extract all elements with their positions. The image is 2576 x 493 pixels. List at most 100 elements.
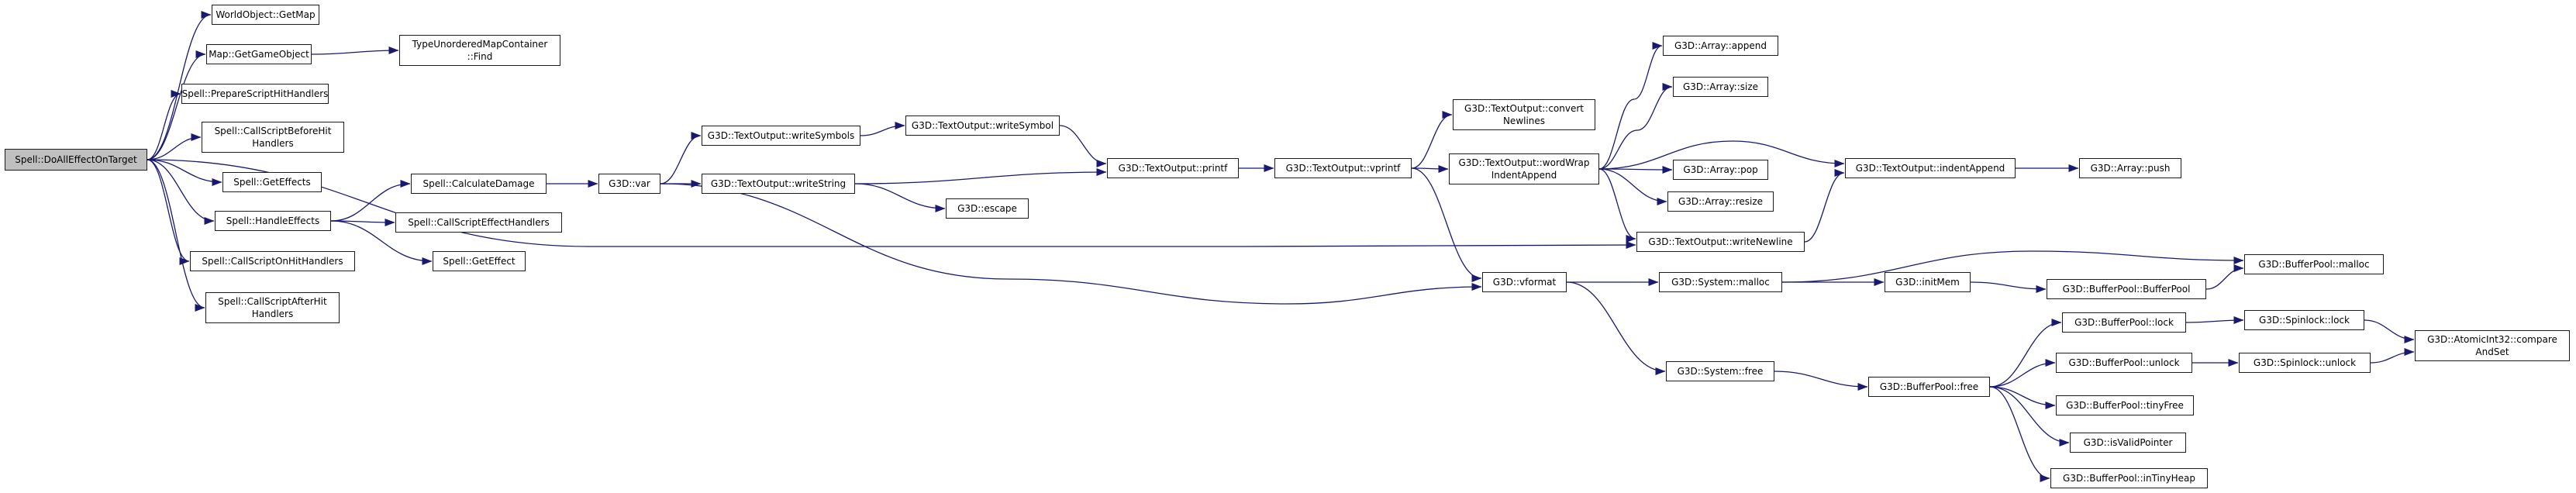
node-label: Spell::DoAllEffectOnTarget [15, 154, 137, 165]
node-label: G3D::TextOutput::wordWrap [1458, 157, 1590, 168]
call-edge-getgameobject-to-find [311, 47, 399, 55]
node-escape[interactable]: G3D::escape [946, 198, 1029, 219]
node-getmap[interactable]: WorldObject::GetMap [212, 5, 319, 25]
node-label: G3D::Array::size [1682, 81, 1759, 92]
node-label: G3D::Array::push [2090, 163, 2171, 174]
node-label: Map::GetGameObject [209, 49, 309, 60]
call-edge-writestring-to-escape [854, 183, 946, 212]
call-edge-bpfree-to-bpunlock [1989, 359, 2056, 388]
node-bpctor[interactable]: G3D::BufferPool::BufferPool [2047, 279, 2206, 299]
node-label: G3D::TextOutput::printf [1118, 163, 1228, 174]
node-getgameobject[interactable]: Map::GetGameObject [206, 44, 312, 64]
node-vformat[interactable]: G3D::vformat [1482, 272, 1567, 292]
node-label: G3D::BufferPool::free [1879, 381, 1979, 392]
call-edge-wordwrap-to-indentappend [1598, 140, 1845, 170]
call-edge-sysmalloc-to-bpmalloc [1781, 250, 2244, 283]
node-preparescripthit[interactable]: Spell::PrepareScriptHitHandlers [181, 84, 329, 104]
node-label: G3D::var [609, 178, 650, 189]
call-edge-doalleffect-to-afterhit [147, 159, 205, 312]
call-edge-bpfree-to-tinyfree [1989, 386, 2056, 409]
node-label: G3D::vformat [1492, 277, 1557, 288]
node-bplock[interactable]: G3D::BufferPool::lock [2062, 312, 2186, 333]
node-arrpush[interactable]: G3D::Array::push [2079, 158, 2181, 178]
node-doalleffect[interactable]: Spell::DoAllEffectOnTarget [5, 149, 147, 171]
call-edge-doalleffect-to-getgameobject [147, 50, 206, 160]
node-arrappend[interactable]: G3D::Array::append [1663, 36, 1778, 56]
node-label: G3D::Array::append [1674, 40, 1767, 51]
node-indentappend[interactable]: G3D::TextOutput::indentAppend [1845, 158, 2016, 178]
call-edge-writesymbol-to-printf [1059, 125, 1107, 167]
call-edge-vprintf-to-vformat [1411, 167, 1482, 282]
node-label: Spell::CalculateDamage [422, 178, 535, 189]
node-var[interactable]: G3D::var [598, 174, 660, 194]
call-edge-bpfree-to-intinyheap [1989, 386, 2050, 482]
call-edge-bplock-to-spinlock [2185, 316, 2244, 325]
node-writesymbols[interactable]: G3D::TextOutput::writeSymbols [702, 126, 860, 146]
call-edge-wordwrap-to-arrappend [1598, 42, 1663, 170]
node-arrresize[interactable]: G3D::Array::resize [1667, 191, 1774, 212]
node-writenewline[interactable]: G3D::TextOutput::writeNewline [1636, 232, 1805, 252]
call-edge-doalleffect-to-onhithandlers [147, 159, 190, 265]
call-edge-doalleffect-to-preparescripthit [147, 90, 181, 160]
node-handleeffects[interactable]: Spell::HandleEffects [215, 211, 331, 231]
call-edge-vprintf-to-convertnewlines [1411, 111, 1453, 169]
node-bpunlock[interactable]: G3D::BufferPool::unlock [2056, 353, 2192, 373]
call-edge-doalleffect-to-handleeffects [147, 159, 215, 225]
node-label: G3D::TextOutput::indentAppend [1855, 163, 2005, 174]
node-bpmalloc[interactable]: G3D::BufferPool::malloc [2244, 254, 2384, 274]
node-effecthandlers[interactable]: Spell::CallScriptEffectHandlers [395, 212, 562, 233]
node-label: G3D::BufferPool::malloc [2258, 259, 2370, 270]
node-arrpop[interactable]: G3D::Array::pop [1673, 160, 1768, 180]
node-label: AndSet [2475, 346, 2509, 357]
call-edge-spinlock-to-compareandset [2364, 319, 2415, 343]
node-label: G3D::BufferPool::lock [2074, 317, 2174, 328]
node-label: Spell::GetEffects [233, 177, 311, 188]
node-isvalidpointer[interactable]: G3D::isValidPointer [2070, 433, 2186, 453]
node-label: IndentAppend [1491, 170, 1557, 181]
node-spinlock[interactable]: G3D::Spinlock::lock [2244, 310, 2364, 330]
node-label: G3D::Array::resize [1678, 196, 1764, 207]
node-sysfree[interactable]: G3D::System::free [1666, 361, 1774, 381]
call-edge-handleeffects-to-calculatedamage [330, 180, 411, 222]
call-edge-wordwrap-to-arrresize [1598, 168, 1667, 205]
node-label: Spell::GetEffect [443, 256, 516, 267]
node-printf[interactable]: G3D::TextOutput::printf [1107, 158, 1239, 178]
node-label: G3D::Spinlock::unlock [2253, 357, 2357, 368]
node-geteffect[interactable]: Spell::GetEffect [433, 251, 526, 271]
node-geteffects[interactable]: Spell::GetEffects [222, 172, 322, 192]
node-spinunlock[interactable]: G3D::Spinlock::unlock [2239, 353, 2371, 373]
node-label: G3D::BufferPool::tinyFree [2066, 400, 2184, 411]
node-label: G3D::BufferPool::BufferPool [2062, 284, 2191, 295]
node-initmem[interactable]: G3D::initMem [1885, 272, 1971, 292]
node-intinyheap[interactable]: G3D::BufferPool::inTinyHeap [2050, 468, 2208, 488]
node-writestring[interactable]: G3D::TextOutput::writeString [702, 174, 855, 194]
node-arrsize[interactable]: G3D::Array::size [1673, 77, 1768, 97]
node-onhithandlers[interactable]: Spell::CallScriptOnHitHandlers [190, 251, 355, 271]
call-edge-doalleffect-to-writenewline [147, 159, 1636, 250]
node-label: Spell::PrepareScriptHitHandlers [181, 88, 329, 99]
node-label: G3D::initMem [1895, 277, 1960, 288]
call-edge-wordwrap-to-writenewline [1598, 168, 1636, 243]
node-label: G3D::TextOutput::writeNewline [1648, 236, 1793, 247]
node-writesymbol[interactable]: G3D::TextOutput::writeSymbol [905, 115, 1060, 136]
node-tinyfree[interactable]: G3D::BufferPool::tinyFree [2056, 395, 2194, 415]
node-sysmalloc[interactable]: G3D::System::malloc [1659, 272, 1782, 292]
node-label: G3D::TextOutput::writeSymbol [911, 120, 1054, 131]
node-calculatedamage[interactable]: Spell::CalculateDamage [411, 174, 547, 194]
node-bpfree[interactable]: G3D::BufferPool::free [1868, 377, 1990, 397]
call-edge-vprintf-to-wordwrap [1411, 164, 1449, 173]
call-edge-bpctor-to-bpmalloc [2205, 264, 2244, 290]
call-edge-var-to-vformat [660, 183, 1482, 305]
call-edge-initmem-to-bpctor [1970, 281, 2047, 293]
node-label: G3D::AtomicInt32::compare [2427, 334, 2557, 345]
node-label: ::Find [467, 51, 493, 62]
node-label: Handlers [251, 309, 294, 319]
node-vprintf[interactable]: G3D::TextOutput::vprintf [1274, 158, 1412, 178]
node-find[interactable]: TypeUnorderedMapContainer::Find [399, 35, 560, 66]
call-edge-doalleffect-to-getmap [147, 11, 212, 160]
